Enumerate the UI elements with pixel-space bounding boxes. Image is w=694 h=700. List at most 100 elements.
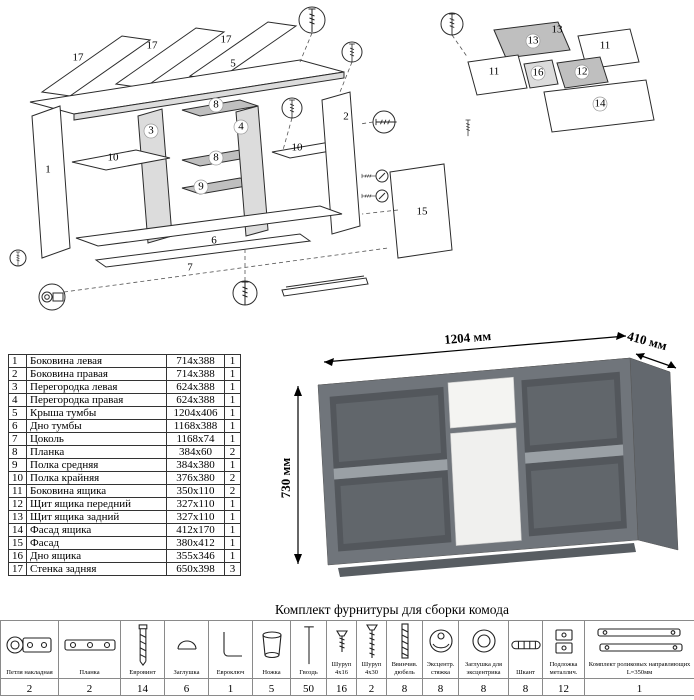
part-size: 384x380 xyxy=(166,458,225,472)
part-label: 11 xyxy=(600,40,611,52)
depth-label: 410 мм xyxy=(626,328,669,353)
part-qty: 2 xyxy=(224,484,241,498)
hw-item-name: Планка xyxy=(79,668,100,676)
part-label: 6 xyxy=(211,235,217,247)
part-label: 17 xyxy=(221,34,233,46)
part-num: 2 xyxy=(8,367,27,381)
part-qty: 1 xyxy=(224,393,241,407)
part-qty: 1 xyxy=(224,406,241,420)
part-qty: 1 xyxy=(224,432,241,446)
cam-cap-icon xyxy=(470,621,498,661)
part-name: Планка xyxy=(26,445,167,459)
metal-washer-icon xyxy=(552,621,576,661)
part-num: 14 xyxy=(8,523,27,537)
screw-icon xyxy=(334,621,350,661)
hw-item-nail: Гвоздь xyxy=(290,620,327,679)
hw-item-name: Евровинт xyxy=(129,668,156,676)
hinge-icon xyxy=(5,621,55,669)
wood-dowel-icon xyxy=(510,621,542,669)
part-size: 327x110 xyxy=(166,510,225,524)
part-label: 16 xyxy=(533,67,545,79)
hw-item-name: Ввинчив. дюбель xyxy=(391,661,418,676)
part-label: 2 xyxy=(343,111,349,123)
part-qty: 1 xyxy=(224,380,241,394)
hw-item-cap: Заглушка xyxy=(164,620,209,679)
part-size: 327x110 xyxy=(166,497,225,511)
hw-item-washer: Подложка металлич. xyxy=(542,620,585,679)
part-size: 412x170 xyxy=(166,523,225,537)
part-size: 384x60 xyxy=(166,445,225,459)
hw-item-qty: 8 xyxy=(386,678,423,696)
hardware-details xyxy=(9,6,471,311)
part-label: 1 xyxy=(45,164,51,176)
part-num: 10 xyxy=(8,471,27,485)
euroscrew-icon xyxy=(133,621,153,669)
hw-item-qty: 50 xyxy=(290,678,327,696)
hw-item-qty: 2 xyxy=(0,678,59,696)
hw-item-screw-4x16: Шуруп 4x16 xyxy=(326,620,357,679)
part-num: 11 xyxy=(8,484,27,498)
part-label: 14 xyxy=(595,98,607,110)
hw-item-name: Шуруп 4x30 xyxy=(361,661,382,676)
part-num: 6 xyxy=(8,419,27,433)
part-size: 624x388 xyxy=(166,380,225,394)
hw-item-cam-cap: Заглушка для эксцентрика xyxy=(458,620,509,679)
hw-item-qty: 1 xyxy=(208,678,253,696)
screw-in-dowel-icon xyxy=(398,621,412,661)
exploded-diagram: 17 17 17 5 1 3 10 8 4 8 9 10 2 6 7 15 13… xyxy=(9,6,655,311)
drawer-front xyxy=(447,376,516,429)
hw-item-cam: Эксцентр. стяжка xyxy=(422,620,459,679)
part-name: Стенка задняя xyxy=(26,562,167,576)
part-size: 350x110 xyxy=(166,484,225,498)
hw-item-name: Шуруп 4x16 xyxy=(331,661,352,676)
part-qty: 1 xyxy=(224,354,241,368)
part-qty: 1 xyxy=(224,536,241,550)
part-labels: 17 17 17 5 1 3 10 8 4 8 9 10 2 6 7 15 13… xyxy=(45,24,610,274)
part-num: 13 xyxy=(8,510,27,524)
part-label: 12 xyxy=(577,66,588,78)
hw-item-qty: 14 xyxy=(120,678,165,696)
part-num: 1 xyxy=(8,354,27,368)
part-label: 3 xyxy=(148,125,154,137)
hardware-kit-title: Комплект фурнитуры для сборки комода xyxy=(274,602,509,617)
hw-item-name: Гвоздь xyxy=(299,668,318,676)
hw-item-name: Заглушка для эксцентрика xyxy=(464,661,503,676)
part-name: Фасад xyxy=(26,536,167,550)
hw-item-hexkey: Евроключ xyxy=(208,620,253,679)
part-label: 17 xyxy=(73,52,85,64)
hw-item-qty: 1 xyxy=(584,678,694,696)
hw-item-qty: 16 xyxy=(326,678,357,696)
height-label: 730 мм xyxy=(278,458,293,499)
hw-item-qty: 8 xyxy=(458,678,509,696)
part-name: Цоколь xyxy=(26,432,167,446)
part-size: 714x388 xyxy=(166,367,225,381)
part-name: Фасад ящика xyxy=(26,523,167,537)
hw-item-name: Заглушка xyxy=(173,668,200,676)
hw-item-euroscrew: Евровинт xyxy=(120,620,165,679)
hardware-qty-row: 2 2 14 6 1 5 50 16 2 8 8 8 8 12 1 xyxy=(0,678,694,696)
part-label: 17 xyxy=(147,40,159,52)
cabinet-exploded xyxy=(29,21,369,297)
part-name: Боковина ящика xyxy=(26,484,167,498)
mounting-plate-icon xyxy=(63,621,117,669)
part-num: 5 xyxy=(8,406,27,420)
hw-item-screw-4x30: Шуруп 4x30 xyxy=(356,620,387,679)
part-label: 9 xyxy=(198,181,204,193)
part-label: 4 xyxy=(238,121,244,133)
part-num: 15 xyxy=(8,536,27,550)
part-label: 7 xyxy=(187,262,193,274)
part-label: 11 xyxy=(489,66,500,78)
dashed-guides xyxy=(63,32,469,293)
part-name: Полка средняя xyxy=(26,458,167,472)
hw-item-name: Евроключ xyxy=(216,668,245,676)
part-qty: 1 xyxy=(224,419,241,433)
